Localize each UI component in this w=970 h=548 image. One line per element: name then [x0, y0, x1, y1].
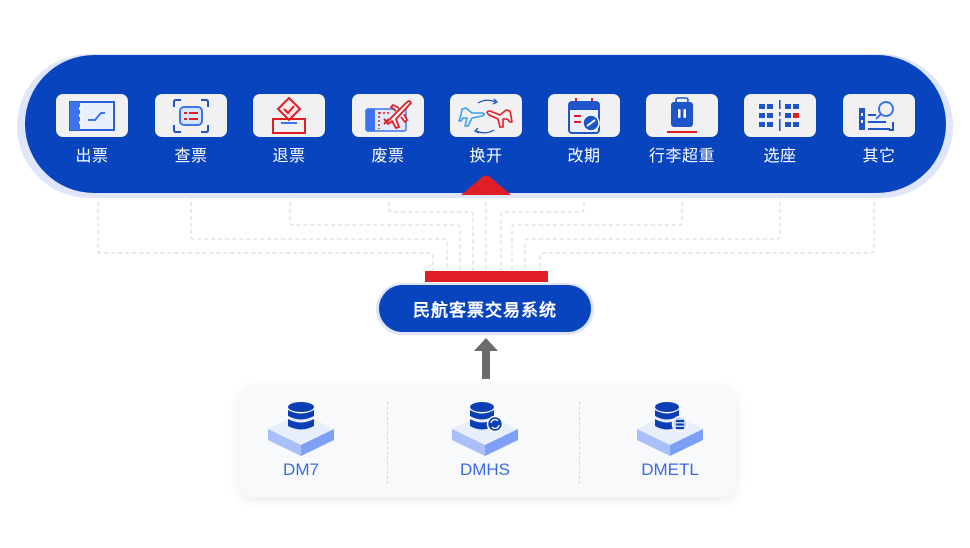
database-sync-icon: [452, 402, 518, 456]
function-item-reschedule[interactable]: 改期: [547, 94, 621, 174]
seat-selection-icon: [744, 94, 816, 137]
function-label: 出票: [75, 146, 109, 165]
connector-line: [97, 195, 434, 271]
luggage-overweight-icon: [646, 94, 718, 137]
reschedule-calendar-icon: [548, 94, 620, 137]
ticket-refund-icon: [253, 94, 325, 137]
function-label: 行李超重: [648, 146, 715, 165]
ticket-exchange-icon: [450, 94, 522, 137]
function-label: 其它: [862, 146, 896, 165]
function-item-query-ticket[interactable]: 查票: [154, 94, 228, 174]
function-item-void-ticket[interactable]: 废票: [351, 94, 425, 174]
function-item-exchange-ticket[interactable]: 换开: [449, 94, 523, 174]
function-item-seat-selection[interactable]: 选座: [743, 94, 817, 174]
connector-line: [190, 195, 448, 271]
function-label: 换开: [469, 146, 503, 165]
function-label: 查票: [174, 146, 208, 165]
function-item-refund-ticket[interactable]: 退票: [252, 94, 326, 174]
pointer-triangle: [461, 175, 511, 195]
function-label: 废票: [371, 146, 405, 165]
database-etl-icon: [637, 402, 703, 456]
connector-line: [500, 195, 585, 271]
function-item-overweight-luggage[interactable]: 行李超重: [645, 94, 719, 174]
database-item-dm7[interactable]: DM7: [246, 399, 356, 481]
connector-line: [289, 195, 461, 271]
connector-line: [511, 195, 683, 271]
database-name: DMHS: [459, 460, 511, 479]
connector-line: [539, 195, 875, 271]
ticket-issue-icon: [56, 94, 128, 137]
function-label: 退票: [272, 146, 306, 165]
function-item-issue-ticket[interactable]: 出票: [55, 94, 129, 174]
ticket-void-icon: [352, 94, 424, 137]
system-node[interactable]: 民航客票交易系统: [379, 285, 591, 332]
database-icon: [268, 402, 334, 456]
function-label: 选座: [763, 146, 797, 165]
database-name: DMETL: [641, 460, 699, 479]
separator: [387, 402, 388, 484]
function-item-other[interactable]: 其它: [842, 94, 916, 174]
up-arrow-icon: [474, 338, 498, 379]
separator: [579, 402, 580, 484]
system-label: 民航客票交易系统: [413, 301, 557, 321]
function-label: 改期: [567, 146, 601, 165]
database-panel: DM7 DMHS: [239, 385, 736, 497]
database-item-dmhs[interactable]: DMHS: [430, 399, 540, 481]
connector-line: [388, 195, 474, 271]
database-name: DM7: [283, 460, 319, 479]
other-search-icon: [843, 94, 915, 137]
connector-line: [524, 195, 781, 271]
connector-bar: [425, 271, 548, 282]
ticket-scan-icon: [155, 94, 227, 137]
database-item-dmetl[interactable]: DMETL: [615, 399, 725, 481]
